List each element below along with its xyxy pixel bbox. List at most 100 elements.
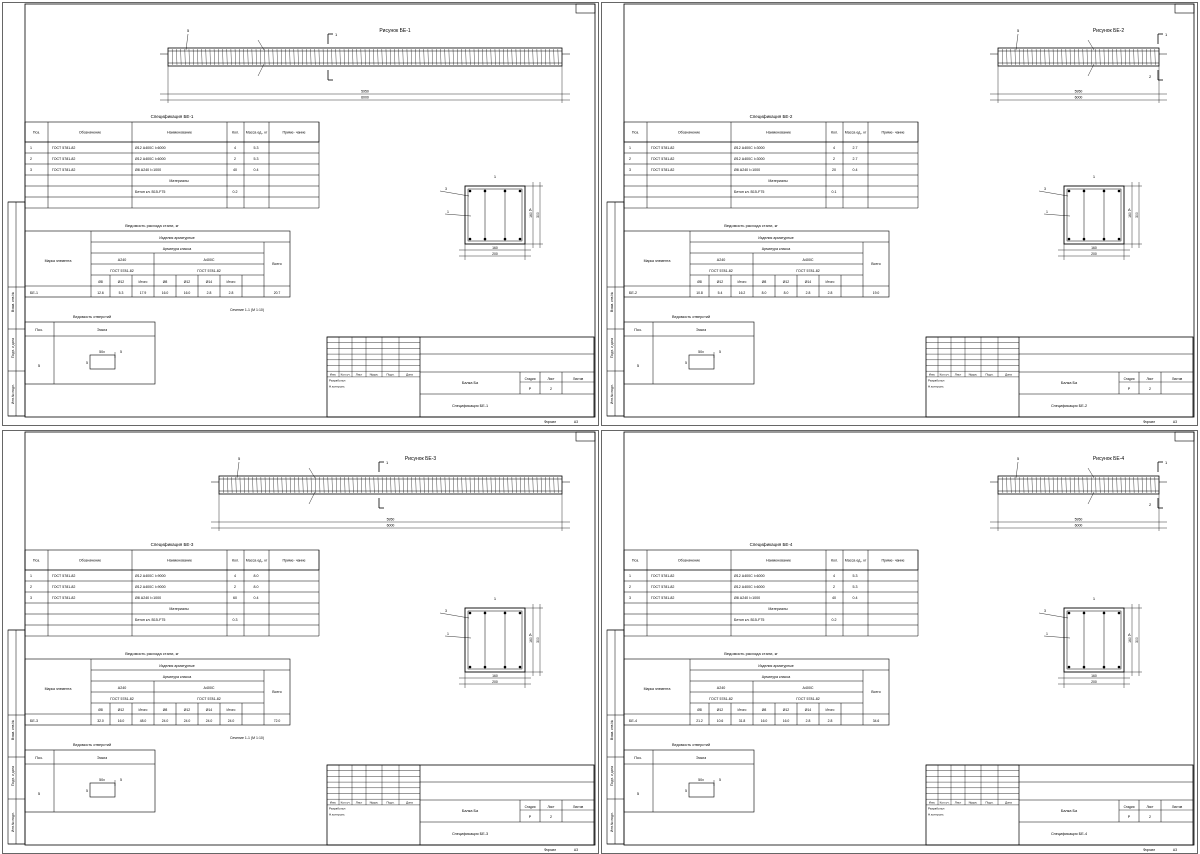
- beam-stirrup: [406, 48, 408, 66]
- steel-gost2: ГОСТ 5781-82: [796, 269, 819, 273]
- side-label: Подп. и дата: [610, 766, 614, 786]
- dim-total-label: 6000: [387, 524, 395, 528]
- leader-pos1: [1087, 63, 1095, 77]
- side-label: Взам. инв.№: [11, 292, 15, 312]
- section-outline: [1063, 607, 1125, 673]
- spec-mass: 0.4: [254, 596, 259, 600]
- hole-header-sketch: Эскиз: [696, 756, 706, 760]
- steel-value: 12.6: [97, 291, 104, 295]
- side-label: Взам. инв.№: [610, 292, 614, 312]
- section-dim-b: 200: [492, 680, 498, 684]
- spec-mass: 2.7: [853, 146, 858, 150]
- beam-stirrup: [1014, 48, 1016, 66]
- beam-stirrup: [386, 476, 388, 494]
- steel-col-header: Ø14: [805, 708, 812, 712]
- beam-stirrup: [1023, 476, 1025, 494]
- beam-stirrup: [385, 48, 387, 66]
- spec-name: Ø12 А400С l=6000: [135, 157, 166, 161]
- steel-value: 10.6: [717, 719, 724, 723]
- spec-qty: 2: [234, 157, 236, 161]
- stamp-role: Разработал: [329, 807, 346, 811]
- spec-header: Кол.: [232, 131, 239, 135]
- stamp-role: Н.контроль: [928, 813, 944, 817]
- section-rebar: [1082, 189, 1086, 193]
- beam-stirrup: [1061, 48, 1063, 66]
- beam-stirrup: [314, 48, 316, 66]
- spec-name: Ø12 А400С l=3000: [734, 146, 765, 150]
- format-value: А3: [574, 848, 578, 852]
- spec-mass: 0.4: [254, 168, 259, 172]
- beam-stirrup: [411, 476, 413, 494]
- hole-table: [24, 749, 156, 813]
- beam-stirrup: [319, 476, 321, 494]
- stamp-role: Н.контроль: [928, 385, 944, 389]
- steel-mark-header: Марка элемента: [644, 259, 671, 263]
- beam-stirrup: [298, 476, 300, 494]
- spec-name: Ø8 А240 l=1000: [135, 168, 161, 172]
- beam-stirrup: [306, 476, 308, 494]
- beam-stirrup: [536, 476, 538, 494]
- beam-stirrup: [1120, 476, 1122, 494]
- beam-stirrup: [1052, 476, 1054, 494]
- beam-stirrup: [381, 48, 383, 66]
- beam-stirrup: [381, 476, 383, 494]
- beam-stirrup: [1146, 48, 1148, 66]
- sheet-outer-border: [2, 2, 599, 426]
- beam-stirrup: [1116, 48, 1118, 66]
- hole-sketch-rect: [688, 354, 715, 370]
- beam-stirrup: [1031, 476, 1033, 494]
- spec-header: Обозначение: [79, 131, 101, 135]
- section-dim-inner: 160: [1128, 637, 1132, 643]
- sheet-outer-border: [601, 2, 1198, 426]
- beam-stirrup: [377, 48, 379, 66]
- section-rebar: [1067, 665, 1071, 669]
- beam-stirrup: [1006, 48, 1008, 66]
- beam-stirrup: [293, 48, 295, 66]
- beam-title: Рисунок БЕ-2: [1093, 28, 1125, 34]
- beam-stirrup: [361, 476, 362, 494]
- steel-sub1: A240: [118, 258, 126, 262]
- steel-sub2: A400С: [803, 686, 814, 690]
- steel-gost2: ГОСТ 5781-82: [197, 269, 220, 273]
- beam-stirrup: [281, 476, 283, 494]
- beam-stirrup: [407, 476, 409, 494]
- beam-stirrup: [1124, 476, 1126, 494]
- beam-title: Рисунок БЕ-4: [1093, 456, 1125, 462]
- steel-gost1: ГОСТ 5781-82: [110, 697, 133, 701]
- beam-stirrup: [465, 48, 467, 66]
- spec-header: Масса ед., кг: [246, 559, 268, 563]
- beam-stirrup: [503, 476, 505, 494]
- spec-designation: ГОСТ 5781-82: [651, 168, 674, 172]
- spec-name: Материалы: [169, 179, 189, 183]
- section-leader: [444, 213, 472, 217]
- beam-stirrup: [315, 476, 316, 494]
- beam-stirrup: [511, 476, 513, 494]
- stamp-col-label: №док.: [370, 373, 379, 377]
- steel-col-header: Итого: [826, 708, 835, 712]
- beam-stirrup: [1150, 48, 1152, 66]
- beam-stirrup: [239, 48, 241, 66]
- beam-stirrup: [444, 48, 446, 66]
- steel-value: 19.0: [873, 291, 880, 295]
- beam-stirrup: [1146, 476, 1148, 494]
- steel-sub1: A240: [717, 686, 725, 690]
- steel-value: 24.0: [206, 719, 213, 723]
- section-leader-label: 1: [1046, 210, 1048, 214]
- spec-header: Масса ед., кг: [845, 559, 867, 563]
- hole-header-sketch: Эскиз: [97, 756, 107, 760]
- beam-stirrup: [1137, 476, 1139, 494]
- leader-pos5-label: 5: [238, 456, 241, 461]
- beam-stirrup: [532, 476, 534, 494]
- steel-sub1: A240: [717, 258, 725, 262]
- section-rebar: [468, 611, 472, 615]
- beam-stirrup: [289, 48, 291, 66]
- dim-inner-label: 5950: [361, 90, 369, 94]
- spec-name: Материалы: [768, 179, 788, 183]
- steel-value: 48.0: [140, 719, 147, 723]
- leader-pos3: [1087, 39, 1095, 51]
- section-rebar: [483, 237, 487, 241]
- section-note: Сечение 1-1 (М 1:10): [230, 736, 264, 740]
- beam-stirrup: [486, 476, 488, 494]
- spec-header: Поз.: [632, 131, 639, 135]
